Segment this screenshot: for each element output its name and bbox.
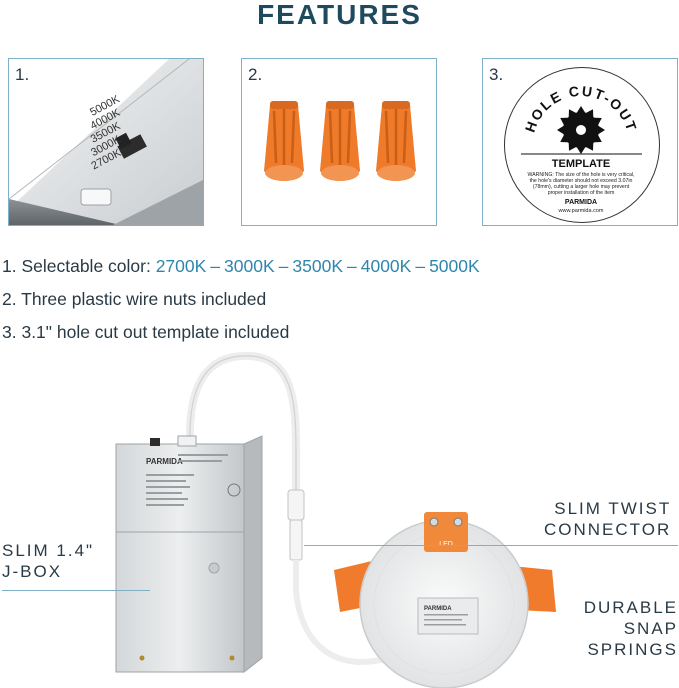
page-title: FEATURES <box>257 0 422 30</box>
callout-connector: SLIM TWIST CONNECTOR <box>544 498 671 540</box>
callout-springs-line: SNAP <box>623 619 678 638</box>
panel-number: 1. <box>15 65 30 84</box>
template-title: TEMPLATE <box>552 158 610 170</box>
feature-item: 3. 3.1" hole cut out template included <box>2 322 290 342</box>
cutout-template-disk: HOLE CUT-OUT <box>504 67 660 223</box>
features-list: 1. Selectable color: 2700K–3000K–3500K–4… <box>2 253 480 352</box>
junction-box: PARMIDA <box>115 435 263 674</box>
product-illustration: PARMIDA PARMIDA <box>115 351 556 688</box>
panel-number: 2. <box>248 65 263 84</box>
wire-nut-icon <box>320 101 360 181</box>
panel-number: 3. <box>489 65 504 84</box>
panel-wire-nuts: 2. <box>241 58 437 226</box>
color-temp-value: 2700K <box>155 256 207 276</box>
template-brand: PARMIDA <box>565 199 597 206</box>
color-temp-value: 4000K <box>360 256 412 276</box>
fixture-connector-label: LED <box>439 541 453 548</box>
saw-blade-icon <box>557 106 605 154</box>
jbox-brand: PARMIDA <box>146 457 183 466</box>
template-url: www.parmida.com <box>558 208 604 214</box>
template-warning-line: WARNING: The size of the hole is very cr… <box>528 172 635 178</box>
color-temp-value: 3500K <box>292 256 343 276</box>
callout-springs-line: SPRINGS <box>587 640 678 659</box>
callout-jbox-line: SLIM 1.4" <box>2 541 95 560</box>
callout-springs: DURABLE SNAP SPRINGS <box>574 597 678 660</box>
led-fixture: PARMIDA LED <box>359 512 529 688</box>
twist-connector <box>287 489 305 590</box>
panel-cutout-template: 3. HOLE CUT-OUT <box>482 58 678 226</box>
callout-springs-line: DURABLE <box>583 598 678 617</box>
callout-connector-leader <box>304 545 678 546</box>
feature-text: 1. Selectable color: <box>2 256 156 276</box>
callout-jbox-line: J-BOX <box>2 562 63 581</box>
feature-item: 1. Selectable color: 2700K–3000K–3500K–4… <box>2 256 480 276</box>
callout-jbox: SLIM 1.4" J-BOX <box>2 540 94 582</box>
template-warning-line: (78mm), cutting a larger hole may preven… <box>533 184 630 190</box>
jbox-switch-illustration: 5000K 4000K 3500K 3000K 2700K <box>9 59 203 225</box>
wire-nut-icon <box>376 101 416 181</box>
wire-nut-icon <box>264 101 304 181</box>
color-temp-value: 3000K <box>224 256 275 276</box>
callout-jbox-leader <box>2 590 150 591</box>
template-warning-line: proper installation of the item <box>548 190 615 196</box>
callout-connector-line: CONNECTOR <box>544 520 672 539</box>
callout-connector-line: SLIM TWIST <box>554 499 672 518</box>
fixture-brand: PARMIDA <box>424 606 452 612</box>
feature-item: 2. Three plastic wire nuts included <box>2 289 267 309</box>
color-temp-value: 5000K <box>429 256 480 276</box>
template-warning-line: the hole's diameter should not exceed 3.… <box>530 178 633 184</box>
panel-color-switch: 1. 5000K 4000K 3500K 3000K 2700K <box>8 58 204 226</box>
